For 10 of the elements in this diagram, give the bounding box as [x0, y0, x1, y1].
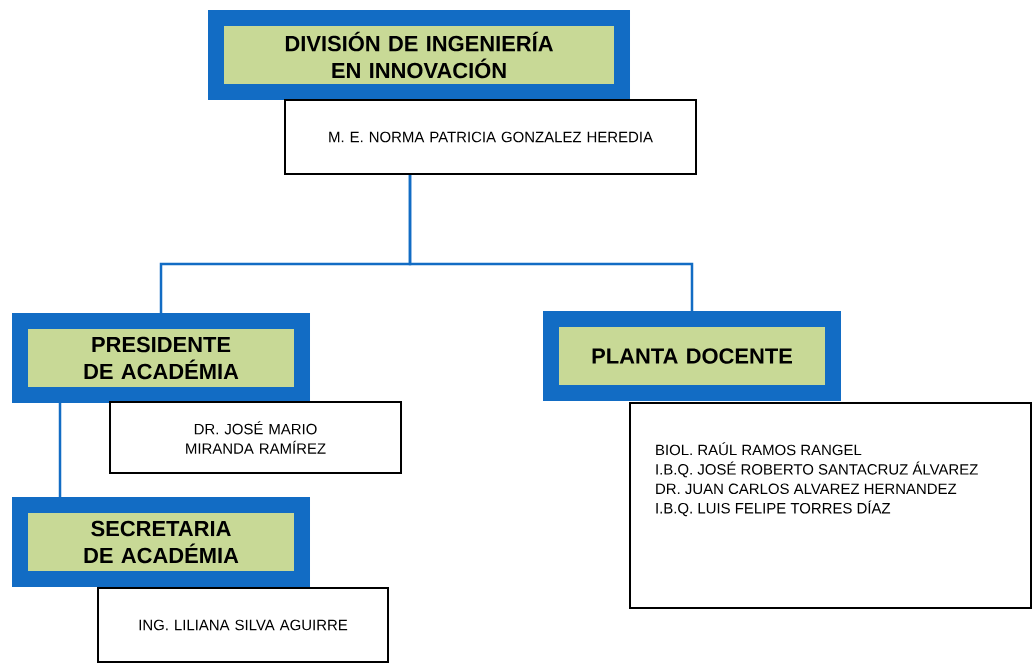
- name-box: DR. JOSÉ MARIO MIRANDA RAMÍREZ: [109, 401, 402, 474]
- name-box: M. E. NORMA PATRICIA GONZALEZ HEREDIA: [284, 99, 697, 175]
- heading-box: PRESIDENTE DE ACADÉMIA: [12, 313, 310, 403]
- heading-box: SECRETARIA DE ACADÉMIA: [12, 497, 310, 587]
- heading-box: DIVISIÓN DE INGENIERÍA EN INNOVACIÓN: [208, 10, 630, 100]
- heading-box: PLANTA DOCENTE: [543, 311, 841, 401]
- connector-line: [408, 175, 694, 311]
- name-box: ING. LILIANA SILVA AGUIRRE: [97, 587, 389, 663]
- connector-line: [58, 403, 62, 497]
- name-list-box: BIOL. RAÚL RAMOS RANGEL I.B.Q. JOSÉ ROBERTO SANTACRUZ ÁLVAREZ DR. JUAN CARLOS ALVAREZ HERNANDEZ I.B.Q. LUIS FELIPE TORRES DÍAZ: [629, 402, 1032, 609]
